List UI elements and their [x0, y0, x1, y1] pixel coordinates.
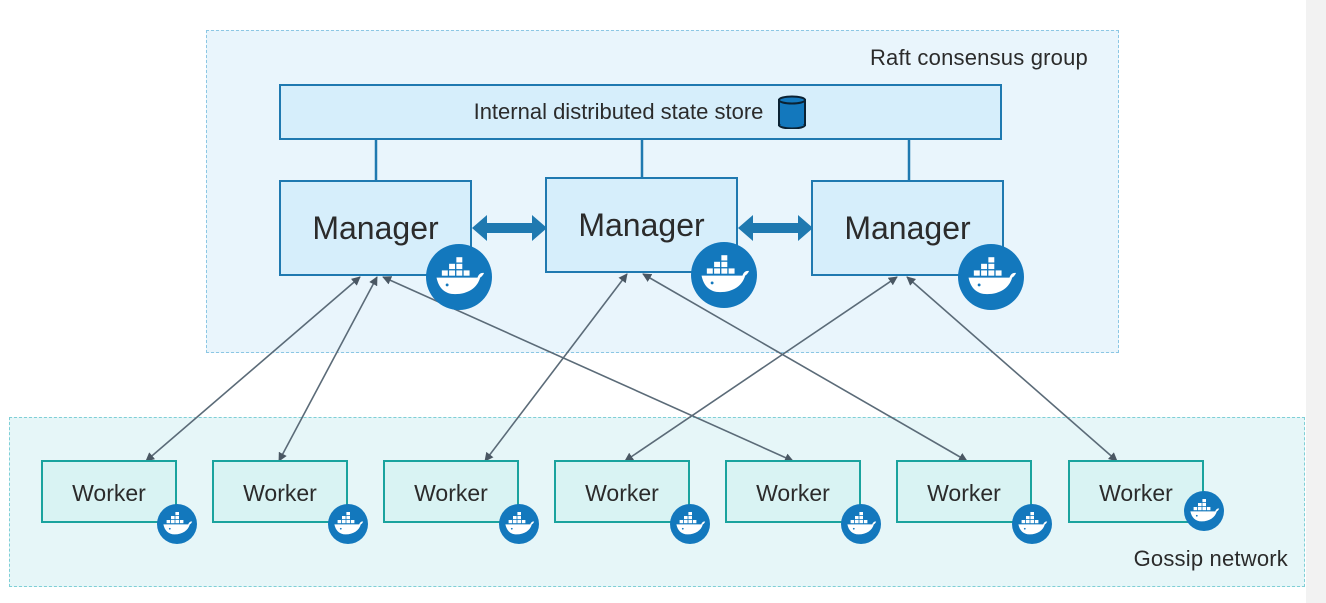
worker-label: Worker: [414, 480, 488, 506]
link-worker-7-manager-3: [906, 276, 1118, 462]
manager-label: Manager: [312, 210, 439, 246]
docker-whale-icon: [328, 504, 368, 544]
manager-link-1-2: [472, 215, 547, 241]
docker-whale-icon: [1184, 491, 1224, 531]
docker-whale-icon: [426, 244, 492, 310]
docker-whale-icon: [958, 244, 1024, 310]
right-margin-strip: [1306, 0, 1326, 603]
docker-whale-icon: [691, 242, 757, 308]
worker-node-4: Worker: [554, 460, 690, 523]
docker-whale-icon: [1012, 504, 1052, 544]
docker-whale-icon: [499, 504, 539, 544]
worker-label: Worker: [585, 480, 659, 506]
worker-node-5: Worker: [725, 460, 861, 523]
worker-label: Worker: [243, 480, 317, 506]
docker-whale-icon: [157, 504, 197, 544]
worker-label: Worker: [72, 480, 146, 506]
manager-label: Manager: [844, 210, 971, 246]
worker-label: Worker: [927, 480, 1001, 506]
worker-node-2: Worker: [212, 460, 348, 523]
raft-group-label: Raft consensus group: [869, 45, 1088, 70]
state-store-box: Internal distributed state store: [279, 84, 1002, 140]
database-icon: [777, 95, 807, 130]
worker-node-1: Worker: [41, 460, 177, 523]
state-store-label: Internal distributed state store: [473, 99, 764, 124]
manager-link-2-3: [738, 215, 813, 241]
docker-whale-icon: [841, 504, 881, 544]
link-worker-4-manager-3: [624, 276, 898, 462]
docker-whale-icon: [670, 504, 710, 544]
gossip-group-label: Gossip network: [1133, 546, 1288, 571]
manager-label: Manager: [578, 207, 705, 243]
worker-node-3: Worker: [383, 460, 519, 523]
link-worker-3-manager-2: [484, 273, 628, 462]
worker-label: Worker: [1099, 480, 1173, 506]
worker-label: Worker: [756, 480, 830, 506]
link-worker-2-manager-1: [278, 276, 378, 462]
manager-node-2: Manager: [545, 177, 738, 273]
worker-node-6: Worker: [896, 460, 1032, 523]
